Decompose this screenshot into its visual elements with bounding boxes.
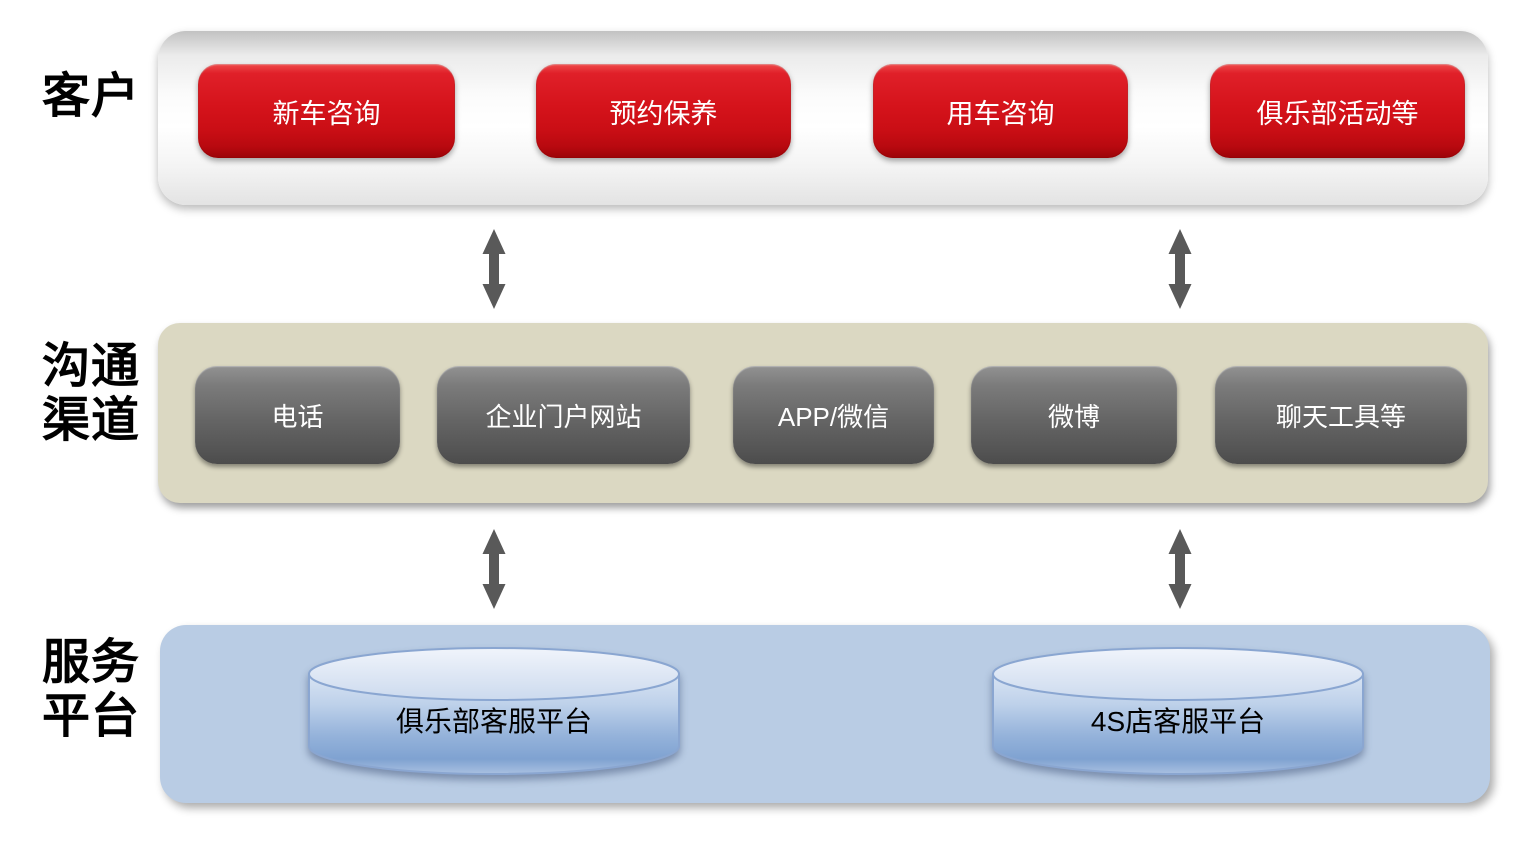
- customers-panel: 新车咨询 预约保养 用车咨询 俱乐部活动等: [158, 31, 1488, 205]
- database-cylinder-shape: [308, 647, 680, 775]
- customer-topic-car-use-inquiry: 用车咨询: [873, 64, 1128, 158]
- bidirectional-arrow-left-top: [482, 229, 506, 309]
- customer-topic-club-activities: 俱乐部活动等: [1210, 64, 1465, 158]
- platforms-tier-label: 服务 平台: [42, 636, 140, 744]
- channels-tier-label: 沟通 渠道: [42, 340, 140, 448]
- database-cylinder-shape: [992, 647, 1364, 775]
- customers-tier-label-line: 客户: [42, 70, 141, 123]
- channel-chat-tools: 聊天工具等: [1215, 366, 1467, 464]
- cylinder-club-service-platform: 俱乐部客服平台: [307, 646, 681, 778]
- customer-topic-maintenance-booking: 预约保养: [536, 64, 791, 158]
- channel-portal-website: 企业门户网站: [437, 366, 690, 464]
- channels-tier-label-line-1: 沟通: [42, 340, 141, 393]
- channel-telephone: 电话: [195, 366, 400, 464]
- platforms-tier-label-line-2: 平台: [42, 690, 141, 743]
- cylinder-4s-store-service-platform: 4S店客服平台: [991, 646, 1365, 778]
- bidirectional-arrow-left-bottom: [482, 529, 506, 609]
- customer-topic-new-car-inquiry: 新车咨询: [198, 64, 455, 158]
- channels-tier-label-line-2: 渠道: [42, 394, 141, 447]
- 4s-store-service-platform-name: 4S店客服平台: [1090, 706, 1266, 737]
- club-service-platform-name: 俱乐部客服平台: [395, 706, 592, 737]
- bidirectional-arrow-right-top: [1168, 229, 1192, 309]
- platforms-panel: 俱乐部客服平台 4S店客服平台: [160, 625, 1490, 803]
- channels-panel: 电话 企业门户网站 APP/微信 微博 聊天工具等: [158, 323, 1488, 503]
- bidirectional-arrow-right-bottom: [1168, 529, 1192, 609]
- platforms-tier-label-line-1: 服务: [42, 636, 141, 689]
- channel-weibo: 微博: [971, 366, 1177, 464]
- customers-tier-label: 客户: [42, 70, 140, 124]
- channel-app-wechat: APP/微信: [733, 366, 934, 464]
